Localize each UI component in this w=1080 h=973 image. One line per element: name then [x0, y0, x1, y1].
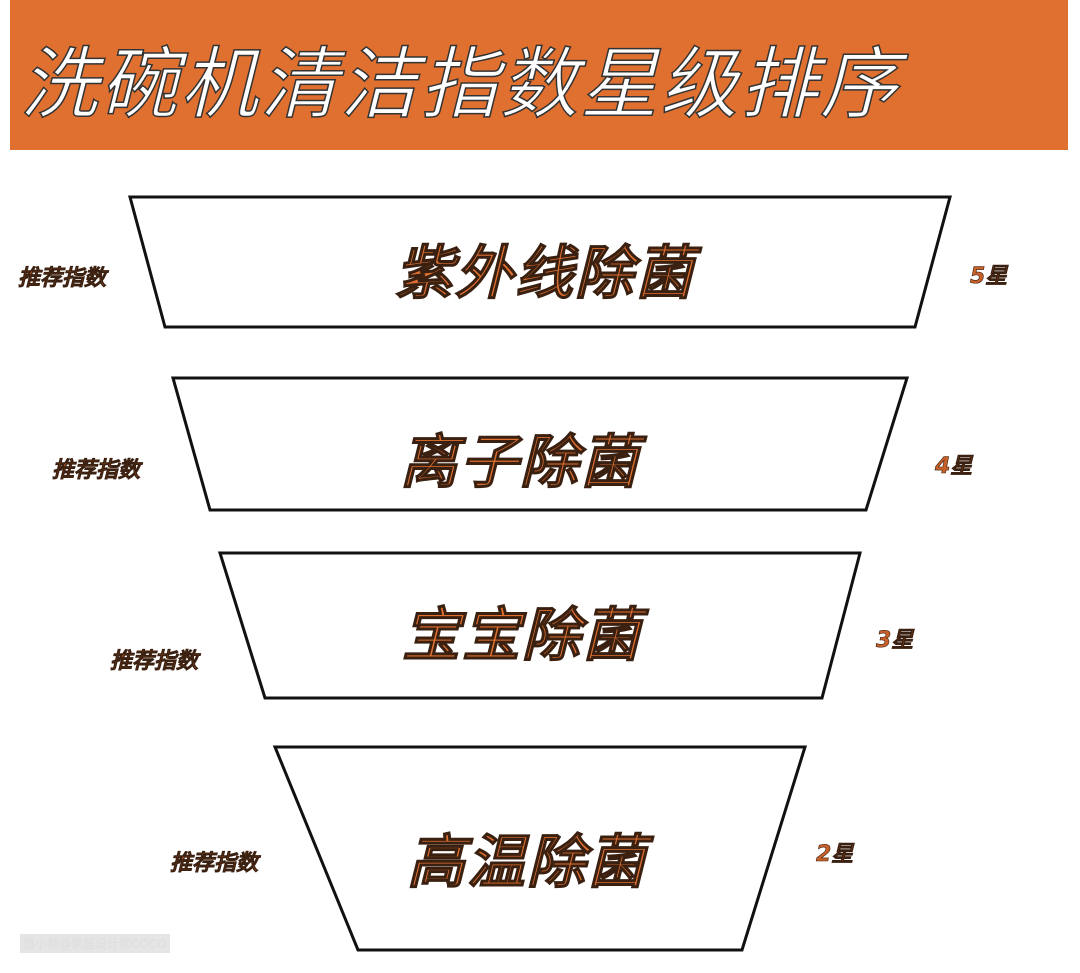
watermark: 值小帮@家居设计师COCO	[20, 934, 170, 953]
rating-1: 5星	[970, 264, 1008, 290]
recommend-label-1: 推荐指数	[18, 266, 107, 292]
funnel-level-1-shape	[128, 195, 952, 329]
funnel-level-4-label: 高温除菌	[406, 827, 648, 896]
title-banner	[10, 0, 1068, 150]
funnel-level-2-label: 离子除菌	[399, 427, 641, 496]
funnel-level-3-label: 宝宝除菌	[401, 600, 643, 669]
funnel-level-4-shape	[272, 745, 808, 952]
page-title: 洗碗机清洁指数星级排序	[19, 39, 901, 131]
recommend-label-3: 推荐指数	[110, 649, 199, 675]
funnel-level-1-label: 紫外线除菌	[394, 238, 696, 307]
funnel-level-3-shape	[217, 551, 862, 700]
rating-2: 4星	[935, 454, 973, 480]
funnel-level-2-shape	[171, 376, 910, 512]
recommend-label-4: 推荐指数	[170, 851, 259, 877]
recommend-label-2: 推荐指数	[52, 458, 141, 484]
rating-4: 2星	[816, 842, 854, 868]
rating-3: 3星	[876, 628, 914, 654]
